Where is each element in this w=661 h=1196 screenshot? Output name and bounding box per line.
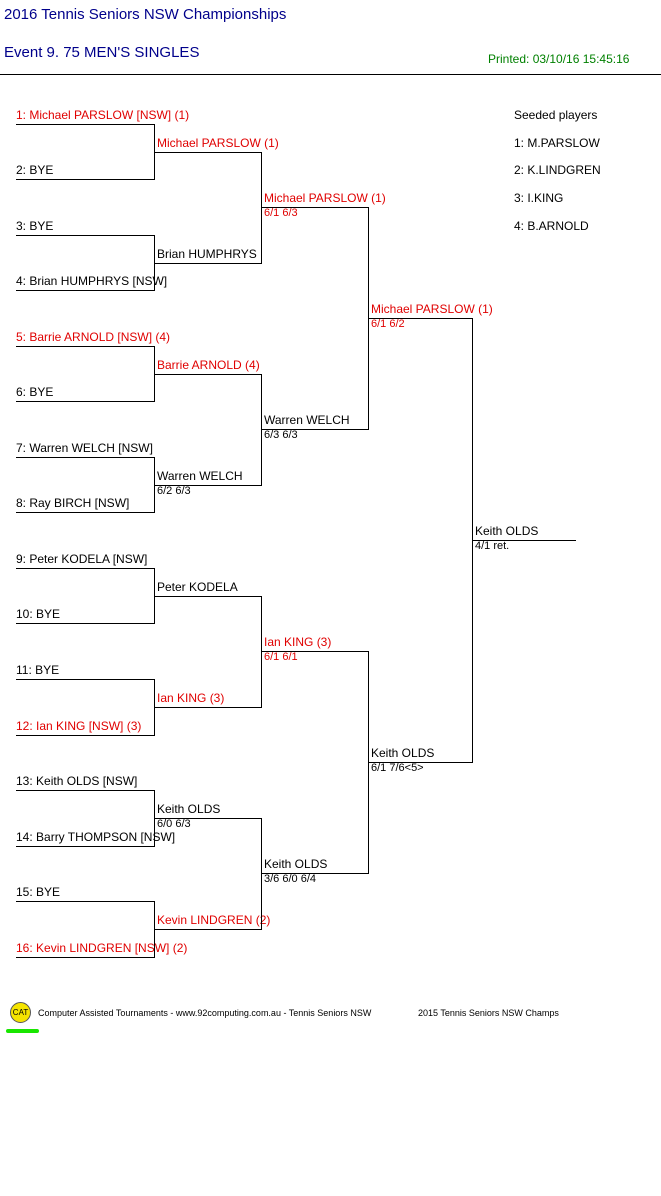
bracket-line <box>154 346 155 402</box>
bracket-line <box>16 179 155 180</box>
bracket-line <box>16 568 155 569</box>
round2-score: 6/0 6/3 <box>157 818 191 830</box>
bracket-line <box>16 401 155 402</box>
seeded-title: Seeded players <box>514 108 598 122</box>
quarterfinal-score: 6/3 6/3 <box>264 429 298 441</box>
bracket-line <box>16 901 155 902</box>
quarterfinal-winner: Warren WELCH <box>264 413 350 427</box>
bracket-line <box>154 124 155 180</box>
bracket-line <box>261 374 262 486</box>
bracket-line <box>155 707 262 708</box>
draw-entry: 7: Warren WELCH [NSW] <box>16 441 153 455</box>
quarterfinal-score: 6/1 6/3 <box>264 207 298 219</box>
draw-entry: 3: BYE <box>16 219 54 233</box>
draw-entry: 15: BYE <box>16 885 61 899</box>
draw-entry: 14: Barry THOMPSON [NSW] <box>16 830 176 844</box>
bracket-line <box>369 762 473 763</box>
draw-entry: 12: Ian KING [NSW] (3) <box>16 719 142 733</box>
semifinal-winner: Michael PARSLOW (1) <box>371 302 493 316</box>
round2-winner: Ian KING (3) <box>157 691 225 705</box>
bracket-line <box>154 568 155 624</box>
bracket-line <box>368 207 369 430</box>
champion-name: Keith OLDS <box>475 524 539 538</box>
bracket-line <box>261 152 262 264</box>
seed-entry: 2: K.LINDGREN <box>514 163 601 177</box>
semifinal-winner: Keith OLDS <box>371 746 435 760</box>
round2-winner: Michael PARSLOW (1) <box>157 136 279 150</box>
bracket-line <box>155 263 262 264</box>
header-divider <box>0 74 661 75</box>
bracket-line <box>473 540 576 541</box>
footer-event: 2015 Tennis Seniors NSW Champs <box>418 1008 559 1018</box>
draw-entry: 9: Peter KODELA [NSW] <box>16 552 148 566</box>
bracket-line <box>262 207 369 208</box>
bracket-line <box>154 901 155 958</box>
bracket-line <box>262 651 369 652</box>
bracket-line <box>16 235 155 236</box>
round2-winner: Brian HUMPHRYS <box>157 247 257 261</box>
draw-entry: 13: Keith OLDS [NSW] <box>16 774 138 788</box>
bracket-line <box>154 679 155 736</box>
quarterfinal-score: 6/1 6/1 <box>264 651 298 663</box>
event-title: Event 9. 75 MEN'S SINGLES <box>4 44 200 61</box>
draw-entry: 6: BYE <box>16 385 54 399</box>
final-score: 4/1 ret. <box>475 540 510 552</box>
draw-entry: 4: Brian HUMPHRYS [NSW] <box>16 274 168 288</box>
quarterfinal-score: 3/6 6/0 6/4 <box>264 873 316 885</box>
round2-winner: Peter KODELA <box>157 580 238 594</box>
draw-entry: 16: Kevin LINDGREN [NSW] (2) <box>16 941 188 955</box>
bracket-line <box>16 790 155 791</box>
bracket-line <box>155 818 262 819</box>
draw-entry: 5: Barrie ARNOLD [NSW] (4) <box>16 330 171 344</box>
semifinal-score: 6/1 6/2 <box>371 318 405 330</box>
round2-score: 6/2 6/3 <box>157 485 191 497</box>
draw-entry: 11: BYE <box>16 663 60 677</box>
bracket-line <box>16 679 155 680</box>
bracket-line <box>155 374 262 375</box>
quarterfinal-winner: Michael PARSLOW (1) <box>264 191 386 205</box>
bracket-line <box>16 623 155 624</box>
bracket-line <box>261 818 262 930</box>
bracket-line <box>155 596 262 597</box>
bracket-line <box>16 735 155 736</box>
bracket-line <box>155 485 262 486</box>
cat-logo: CAT <box>10 1002 31 1023</box>
bracket-line <box>472 318 473 763</box>
draw-entry: 10: BYE <box>16 607 61 621</box>
bracket-line <box>154 790 155 847</box>
quarterfinal-winner: Ian KING (3) <box>264 635 332 649</box>
semifinal-score: 6/1 7/6<5> <box>371 762 424 774</box>
round2-winner: Warren WELCH <box>157 469 243 483</box>
bracket-line <box>16 346 155 347</box>
bracket-line <box>154 457 155 513</box>
seed-entry: 4: B.ARNOLD <box>514 219 589 233</box>
round2-winner: Keith OLDS <box>157 802 221 816</box>
draw-entry: 2: BYE <box>16 163 54 177</box>
bracket-line <box>368 651 369 874</box>
bracket-line <box>16 457 155 458</box>
tournament-title: 2016 Tennis Seniors NSW Championships <box>4 6 287 23</box>
bracket-line <box>16 124 155 125</box>
bracket-line <box>16 512 155 513</box>
footer-credits: Computer Assisted Tournaments - www.92co… <box>38 1008 372 1018</box>
bracket-line <box>154 235 155 291</box>
bracket-line <box>262 429 369 430</box>
bracket-line <box>261 596 262 708</box>
draw-entry: 1: Michael PARSLOW [NSW] (1) <box>16 108 190 122</box>
bracket-line <box>155 152 262 153</box>
round2-winner: Kevin LINDGREN (2) <box>157 913 271 927</box>
bracket-line <box>16 290 155 291</box>
round2-winner: Barrie ARNOLD (4) <box>157 358 260 372</box>
seed-entry: 3: I.KING <box>514 191 564 205</box>
quarterfinal-winner: Keith OLDS <box>264 857 328 871</box>
printed-timestamp: Printed: 03/10/16 15:45:16 <box>488 52 630 66</box>
bracket-line <box>155 929 262 930</box>
logo-underline <box>6 1029 39 1033</box>
bracket-line <box>16 957 155 958</box>
bracket-line <box>16 846 155 847</box>
bracket-line <box>369 318 473 319</box>
bracket-line <box>262 873 369 874</box>
draw-entry: 8: Ray BIRCH [NSW] <box>16 496 130 510</box>
seed-entry: 1: M.PARSLOW <box>514 136 600 150</box>
